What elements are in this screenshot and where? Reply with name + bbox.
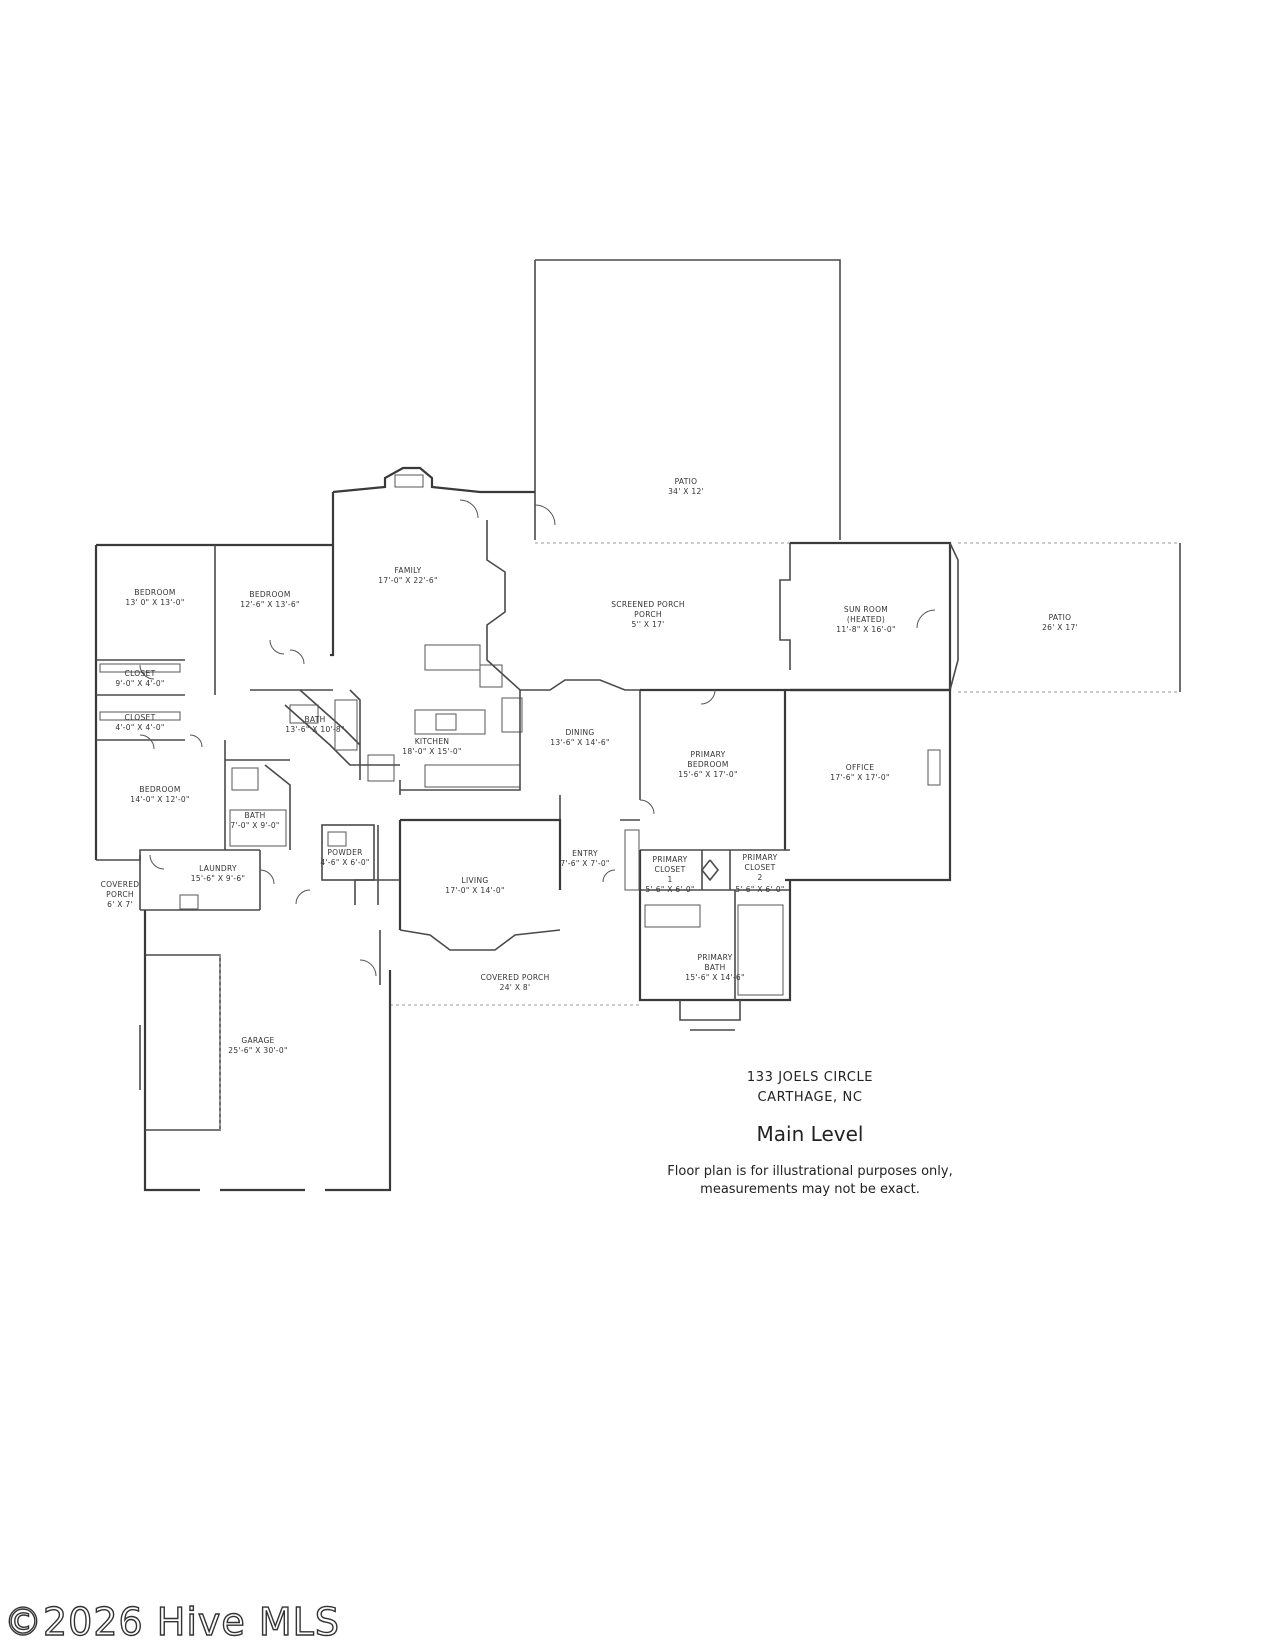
svg-text:LIVING: LIVING — [462, 876, 489, 885]
svg-text:1: 1 — [667, 875, 672, 884]
svg-text:CLOSET: CLOSET — [655, 865, 686, 874]
svg-text:13' 0" X 13'-0": 13' 0" X 13'-0" — [125, 598, 184, 607]
svg-text:PORCH: PORCH — [634, 610, 662, 619]
svg-text:BEDROOM: BEDROOM — [249, 590, 290, 599]
svg-text:LAUNDRY: LAUNDRY — [199, 864, 237, 873]
copyright-watermark: ©2026 Hive MLS — [3, 1599, 340, 1644]
svg-text:BEDROOM: BEDROOM — [687, 760, 728, 769]
svg-text:7'-6" X 7'-0": 7'-6" X 7'-0" — [560, 859, 609, 868]
svg-text:ENTRY: ENTRY — [572, 849, 598, 858]
svg-text:14'-0" X 12'-0": 14'-0" X 12'-0" — [130, 795, 189, 804]
svg-text:9'-0" X 4'-0": 9'-0" X 4'-0" — [115, 679, 164, 688]
svg-text:13'-6" X 10'-8": 13'-6" X 10'-8" — [285, 725, 344, 734]
svg-text:5'-6" X 6'-0": 5'-6" X 6'-0" — [735, 885, 784, 894]
svg-text:12'-6" X 13'-6": 12'-6" X 13'-6" — [240, 600, 299, 609]
svg-text:POWDER: POWDER — [327, 848, 362, 857]
svg-text:7'-0" X 9'-0": 7'-0" X 9'-0" — [230, 821, 279, 830]
svg-text:17'-0" X 22'-6": 17'-0" X 22'-6" — [378, 576, 437, 585]
address-line-2: CARTHAGE, NC — [757, 1090, 863, 1105]
svg-text:13'-6" X 14'-6": 13'-6" X 14'-6" — [550, 738, 609, 747]
svg-text:4'-6" X 6'-0": 4'-6" X 6'-0" — [320, 858, 369, 867]
svg-text:6' X 7': 6' X 7' — [107, 900, 133, 909]
svg-text:15'-6" X 9'-6": 15'-6" X 9'-6" — [191, 874, 245, 883]
svg-text:CLOSET: CLOSET — [125, 713, 156, 722]
svg-text:5'-6" X 6'-0": 5'-6" X 6'-0" — [645, 885, 694, 894]
svg-text:25'-6" X 30'-0": 25'-6" X 30'-0" — [228, 1046, 287, 1055]
svg-text:24' X 8': 24' X 8' — [500, 983, 531, 992]
svg-text:BATH: BATH — [704, 963, 725, 972]
svg-text:5'' X 17': 5'' X 17' — [631, 620, 664, 629]
disclaimer-line-1: Floor plan is for illustrational purpose… — [667, 1164, 953, 1179]
svg-text:COVERED PORCH: COVERED PORCH — [480, 973, 549, 982]
svg-text:2: 2 — [757, 873, 762, 882]
svg-text:4'-0" X 4'-0": 4'-0" X 4'-0" — [115, 723, 164, 732]
svg-text:BATH: BATH — [244, 811, 265, 820]
svg-text:15'-6" X 17'-0": 15'-6" X 17'-0" — [678, 770, 737, 779]
svg-text:PRIMARY: PRIMARY — [691, 750, 726, 759]
svg-text:PATIO: PATIO — [675, 477, 698, 486]
svg-text:CLOSET: CLOSET — [745, 863, 776, 872]
svg-text:18'-0" X 15'-0": 18'-0" X 15'-0" — [402, 747, 461, 756]
svg-text:KITCHEN: KITCHEN — [415, 737, 450, 746]
svg-text:SUN ROOM: SUN ROOM — [844, 605, 888, 614]
svg-text:PATIO: PATIO — [1049, 613, 1072, 622]
walls — [94, 259, 1181, 1192]
svg-text:15'-6" X 14'-6": 15'-6" X 14'-6" — [685, 973, 744, 982]
level-title: Main Level — [756, 1122, 864, 1146]
svg-text:17'-0" X 14'-0": 17'-0" X 14'-0" — [445, 886, 504, 895]
svg-text:11'-8" X 16'-0": 11'-8" X 16'-0" — [836, 625, 895, 634]
svg-text:DINING: DINING — [565, 728, 594, 737]
svg-text:17'-6" X 17'-0": 17'-6" X 17'-0" — [830, 773, 889, 782]
svg-text:PORCH: PORCH — [106, 890, 134, 899]
svg-text:GARAGE: GARAGE — [241, 1036, 274, 1045]
svg-text:PRIMARY: PRIMARY — [698, 953, 733, 962]
svg-text:SCREENED PORCH: SCREENED PORCH — [611, 600, 685, 609]
svg-text:PRIMARY: PRIMARY — [653, 855, 688, 864]
svg-text:34' X 12': 34' X 12' — [668, 487, 704, 496]
svg-text:BEDROOM: BEDROOM — [139, 785, 180, 794]
svg-text:PRIMARY: PRIMARY — [743, 853, 778, 862]
svg-text:26' X 17': 26' X 17' — [1042, 623, 1078, 632]
svg-text:COVERED: COVERED — [101, 880, 140, 889]
room-label-sun-room: SUN ROOM(HEATED)11'-8" X 16'-0" — [836, 605, 895, 634]
svg-text:CLOSET: CLOSET — [125, 669, 156, 678]
svg-text:FAMILY: FAMILY — [394, 566, 421, 575]
address-line-1: 133 JOELS CIRCLE — [746, 1070, 874, 1085]
svg-text:(HEATED): (HEATED) — [847, 615, 885, 624]
disclaimer-line-2: measurements may not be exact. — [700, 1182, 920, 1197]
svg-text:OFFICE: OFFICE — [846, 763, 875, 772]
svg-text:BEDROOM: BEDROOM — [134, 588, 175, 597]
svg-text:BATH: BATH — [304, 715, 325, 724]
